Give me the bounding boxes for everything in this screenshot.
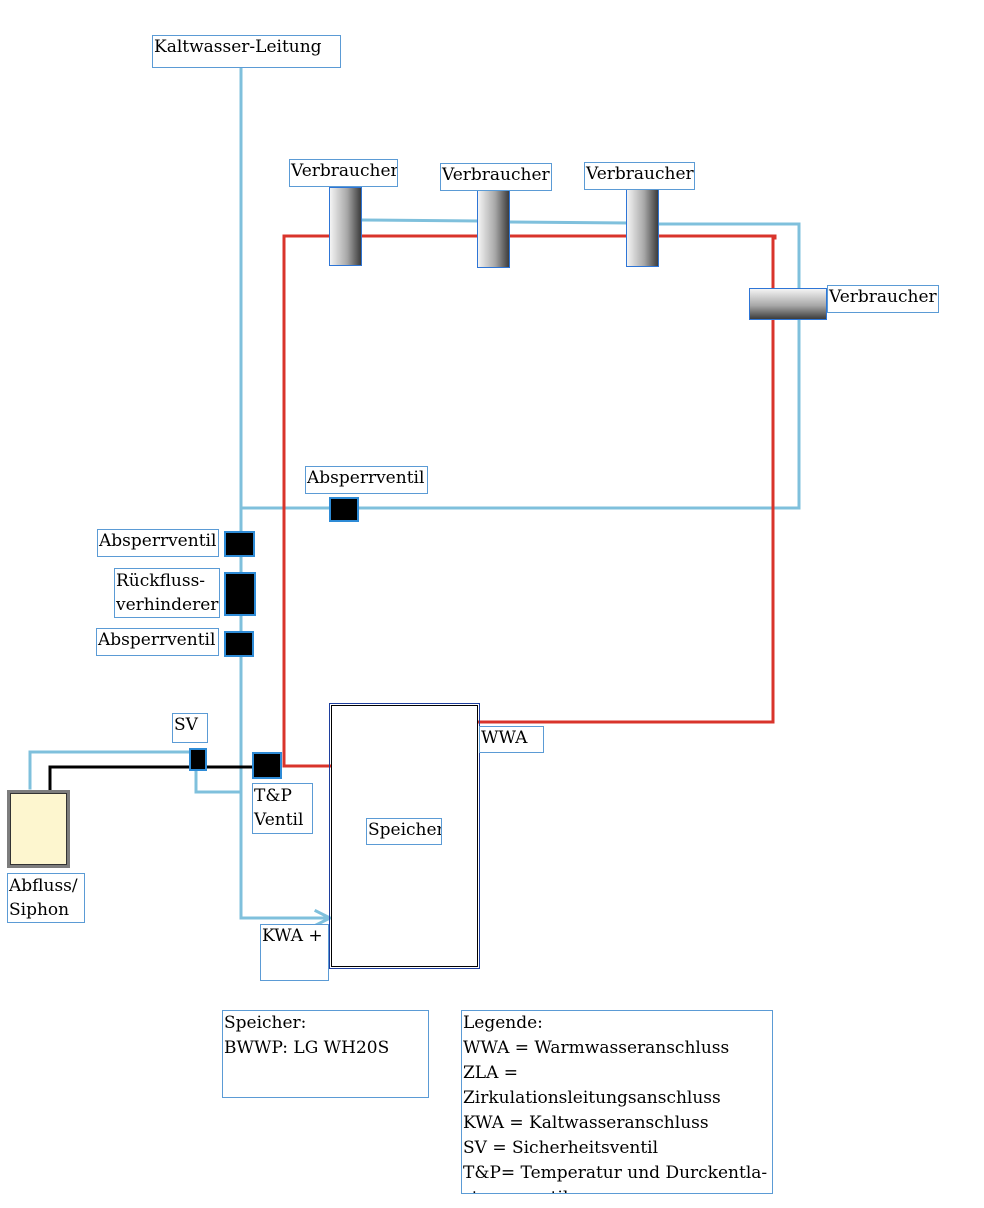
tp-valve-label-line2: Ventil: [254, 810, 304, 830]
consumer-1-label: Verbraucher: [289, 159, 398, 187]
tp-valve-label: T&P Ventil: [252, 783, 313, 834]
legend-box: Legende: WWA = Warmwasseranschluss ZLA =…: [461, 1010, 773, 1194]
kwa-label: KWA +: [260, 924, 329, 981]
backflow-preventer-label: Rückfluss- verhinderer: [114, 568, 220, 618]
shutoff-valve-lower-label: Absperrventil: [96, 628, 219, 656]
legend-item: stungsventil: [463, 1188, 568, 1193]
cold-water-line-label: Kaltwasser-Leitung: [152, 35, 341, 68]
consumer-4[interactable]: [749, 288, 827, 320]
legend-item: T&P= Temperatur und Durckentla-: [463, 1163, 768, 1183]
shutoff-valve-return[interactable]: [329, 497, 359, 522]
tp-valve[interactable]: [252, 752, 282, 779]
legend-item: WWA = Warmwasseranschluss: [463, 1038, 730, 1058]
consumer-2-label: Verbraucher: [440, 163, 552, 191]
safety-valve[interactable]: [189, 748, 207, 771]
consumer-2[interactable]: [477, 190, 510, 268]
tank-label: Speicher: [366, 818, 442, 845]
legend-item: KWA = Kaltwasseranschluss: [463, 1113, 709, 1133]
consumer-3-label: Verbraucher: [584, 162, 695, 190]
tank-info-model: BWWP: LG WH20S: [224, 1038, 390, 1058]
shutoff-valve-upper-label: Absperrventil: [97, 529, 219, 557]
legend-title: Legende:: [463, 1013, 543, 1033]
shutoff-valve-lower[interactable]: [224, 631, 254, 657]
consumer-4-label: Verbraucher: [827, 285, 939, 313]
consumer-3[interactable]: [626, 188, 659, 267]
tank-info-box: Speicher: BWWP: LG WH20S: [222, 1010, 429, 1098]
cold-water-inlet-arrow: [313, 908, 334, 928]
drain-label-line1: Abfluss/: [9, 876, 78, 896]
drain-label-line2: Siphon: [9, 900, 70, 920]
tank-info-title: Speicher:: [224, 1013, 307, 1033]
drain-pipe: [48, 765, 257, 792]
consumer-cold-link-pipe-2: [508, 220, 629, 225]
circulation-return-pipe: [239, 222, 801, 510]
drain-label: Abfluss/ Siphon: [7, 873, 85, 923]
backflow-preventer[interactable]: [224, 572, 256, 616]
consumer-1[interactable]: [329, 187, 362, 266]
shutoff-valve-return-label: Absperrventil: [305, 466, 428, 494]
hot-water-supply-pipe: [476, 236, 777, 724]
legend-item: ZLA = Zirkulationsleitungsanschluss: [463, 1063, 721, 1108]
safety-valve-label: SV: [172, 713, 208, 743]
tp-valve-label-line1: T&P: [254, 786, 292, 806]
safety-valve-branch-pipe: [28, 750, 243, 794]
shutoff-valve-upper[interactable]: [224, 531, 255, 557]
consumer-cold-link-pipe: [359, 218, 481, 223]
hot-water-circuit-pipe: [282, 234, 777, 768]
backflow-preventer-label-line1: Rückfluss-: [116, 571, 206, 591]
wwa-label: WWA: [479, 726, 544, 753]
backflow-preventer-label-line2: verhinderer: [116, 595, 219, 615]
drain-siphon[interactable]: [7, 790, 70, 868]
legend-item: SV = Sicherheitsventil: [463, 1138, 659, 1158]
